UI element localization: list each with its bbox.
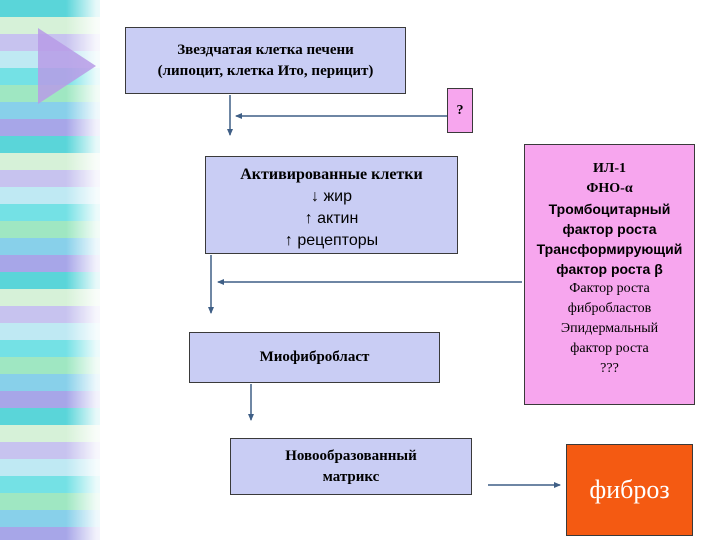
fibrosis-label: фиброз (589, 475, 670, 504)
growth-factors-box: ИЛ-1 ФНО-α Тромбоцитарный фактор роста Т… (524, 144, 695, 405)
activated-change-receptors: ↑ рецепторы (284, 232, 379, 249)
factor-platelet-growth: фактор роста (562, 221, 657, 237)
factor-tnf: ФНО-α (586, 181, 633, 196)
stellate-cell-synonyms: (липоцит, клетка Ито, перицит) (157, 62, 374, 79)
factor-epidermal: Эпидермальный (560, 321, 659, 336)
factor-transforming-beta: фактор роста β (556, 261, 663, 277)
stellate-cell-box: Звездчатая клетка печени (липоцит, клетк… (125, 27, 406, 94)
factor-fibroblast: Фактор роста (569, 281, 650, 296)
myofibroblast-label: Миофибробласт (259, 349, 370, 365)
myofibroblast-box: Миофибробласт (189, 332, 440, 383)
unknown-factor-label: ? (456, 102, 464, 118)
factor-il1: ИЛ-1 (593, 161, 626, 176)
factor-platelet: Тромбоцитарный (548, 201, 671, 217)
factor-transforming: Трансформирующий (536, 241, 683, 257)
decorative-triangle (38, 28, 96, 104)
new-matrix-line2: матрикс (322, 468, 380, 485)
activated-change-fat: ↓ жир (311, 188, 352, 205)
stellate-cell-title: Звездчатая клетка печени (177, 41, 354, 58)
activated-change-actin: ↑ актин (304, 210, 359, 227)
activated-cells-box: Активированные клетки ↓ жир ↑ актин ↑ ре… (205, 156, 458, 254)
factor-unknown: ??? (600, 361, 619, 376)
unknown-factor-box: ? (447, 88, 473, 133)
new-matrix-line1: Новообразованный (285, 447, 417, 464)
factor-epidermal-growth: фактор роста (570, 341, 649, 356)
fibrosis-box: фиброз (566, 444, 693, 536)
activated-cells-title: Активированные клетки (240, 166, 423, 183)
new-matrix-box: Новообразованный матрикс (230, 438, 472, 495)
factor-fibroblast-2: фибробластов (567, 301, 652, 316)
